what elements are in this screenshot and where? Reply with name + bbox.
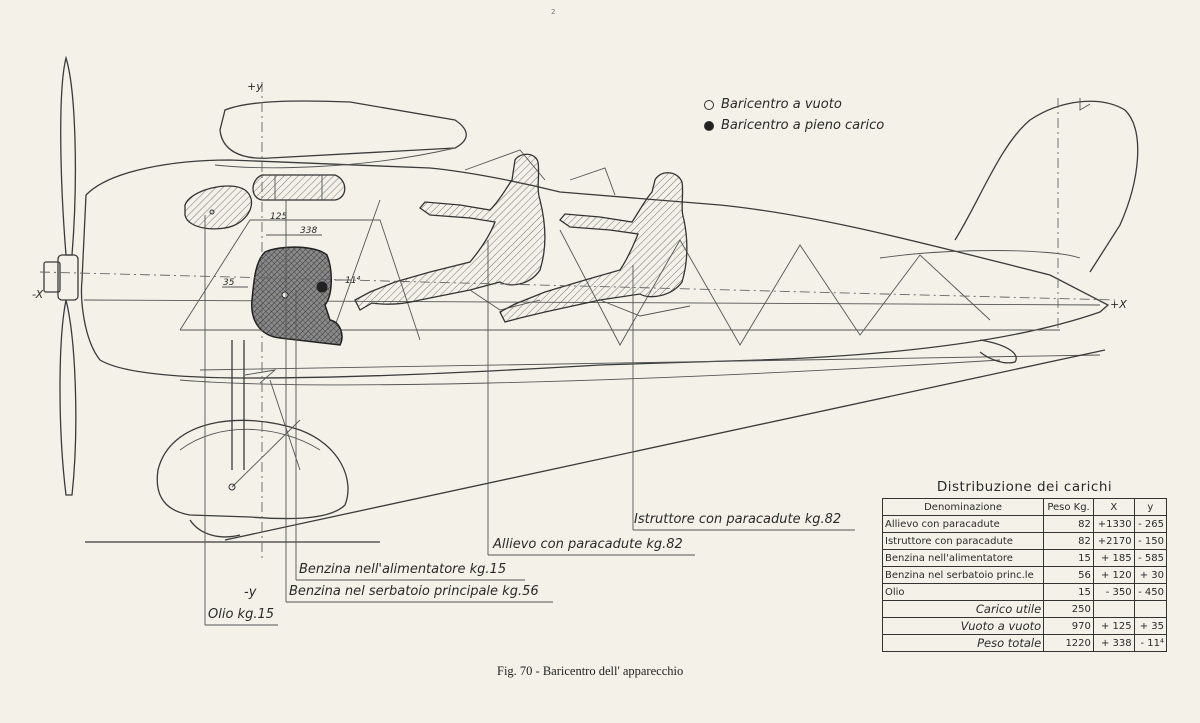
row-peso: 15 (1043, 549, 1094, 567)
summary-x (1092, 600, 1135, 618)
table-row: Benzina nell'alimentatore 15 + 185 - 585 (881, 549, 1168, 567)
row-x: - 350 (1092, 583, 1135, 601)
row-name: Olio (881, 583, 1045, 601)
summary-label: Vuoto a vuoto (881, 617, 1044, 635)
summary-y: - 11⁴ (1133, 634, 1168, 652)
table-row: Olio 15 - 350 - 450 (881, 583, 1168, 601)
fuel-feeder-tank (251, 246, 343, 346)
row-y: - 450 (1133, 583, 1168, 601)
col-header-peso: Peso Kg. (1043, 498, 1094, 516)
callout-instructor: Istruttore con paracadute kg.82 (634, 512, 842, 527)
empty-circle-icon (704, 99, 714, 110)
row-x: +2170 (1092, 532, 1135, 550)
oil-tank (184, 185, 253, 230)
summary-row: Vuoto a vuoto 970 + 125 + 35 (881, 617, 1168, 635)
landing-gear (156, 340, 349, 538)
table-row: Benzina nel serbatoio princ.le 56 + 120 … (881, 566, 1168, 584)
dim-338: 338 (300, 226, 317, 236)
col-header-x: X (1092, 498, 1135, 516)
col-header-y: y (1133, 498, 1168, 516)
load-distribution: Distribuzione dei carichi Denominazione … (881, 479, 1168, 652)
row-name: Allievo con paracadute (881, 515, 1045, 533)
reference-axes: +y -y +X -X (32, 80, 1127, 600)
summary-x: + 338 (1092, 634, 1135, 652)
axis-plus-x-label: +X (1110, 298, 1127, 311)
table-header-row: Denominazione Peso Kg. X y (881, 498, 1168, 516)
summary-row: Peso totale 1220 + 338 - 11⁴ (881, 634, 1168, 652)
legend-item-loaded: Baricentro a pieno carico (704, 115, 884, 136)
legend-item-empty: Baricentro a vuoto (704, 94, 884, 115)
row-name: Benzina nel serbatoio princ.le (881, 566, 1045, 584)
legend-loaded-label: Baricentro a pieno carico (721, 118, 885, 133)
callout-student: Allievo con paracadute kg.82 (493, 537, 683, 552)
table-title: Distribuzione dei carichi (936, 479, 1113, 495)
axis-minus-x-label: -X (32, 288, 44, 301)
callout-fuel-main: Benzina nel serbatoio principale kg.56 (289, 584, 539, 599)
cg-legend: Baricentro a vuoto Baricentro a pieno ca… (704, 94, 884, 136)
row-y: - 585 (1133, 549, 1168, 567)
figure-caption: Fig. 70 - Baricentro dell' apparecchio (497, 664, 684, 678)
load-table: Denominazione Peso Kg. X y Allievo con p… (881, 498, 1168, 652)
dimension-lines: 125 338 35 11⁴ (222, 212, 360, 288)
row-peso: 82 (1043, 532, 1094, 550)
summary-row: Carico utile 250 (881, 600, 1168, 618)
legend-empty-label: Baricentro a vuoto (721, 97, 842, 112)
filled-circle-icon (704, 120, 714, 131)
summary-x: + 125 (1092, 617, 1135, 635)
summary-y (1133, 600, 1168, 618)
callout-fuel-feeder: Benzina nell'alimentatore kg.15 (299, 562, 507, 577)
table-row: Istruttore con paracadute 82 +2170 - 150 (881, 532, 1168, 550)
page-marker: 2 (551, 8, 555, 16)
propeller (43, 55, 79, 496)
row-peso: 56 (1043, 566, 1094, 584)
student-figure (354, 153, 546, 311)
summary-y: + 35 (1133, 617, 1168, 635)
summary-peso: 1220 (1043, 634, 1094, 652)
row-y: - 265 (1133, 515, 1168, 533)
instructor-figure (499, 172, 691, 323)
dim-114: 11⁴ (345, 276, 360, 286)
dim-35: 35 (223, 278, 235, 288)
summary-peso: 970 (1043, 617, 1094, 635)
table-row: Allievo con paracadute 82 +1330 - 265 (881, 515, 1168, 533)
ground-lines (85, 349, 1106, 543)
row-peso: 15 (1043, 583, 1094, 601)
row-y: - 150 (1133, 532, 1168, 550)
main-fuel-tank (252, 174, 346, 201)
summary-peso: 250 (1043, 600, 1094, 618)
row-x: +1330 (1092, 515, 1135, 533)
col-header-name: Denominazione (881, 498, 1045, 516)
row-name: Istruttore con paracadute (881, 532, 1045, 550)
axis-plus-y-label: +y (247, 80, 263, 93)
row-x: + 185 (1092, 549, 1135, 567)
upper-wing (214, 100, 467, 169)
summary-label: Carico utile (881, 600, 1044, 618)
axis-minus-y-label: -y (244, 585, 257, 600)
callout-leaders (204, 200, 855, 626)
dim-125: 125 (270, 212, 287, 222)
summary-label: Peso totale (881, 634, 1044, 652)
tail-fin (879, 98, 1139, 364)
row-peso: 82 (1043, 515, 1094, 533)
callout-oil: Olio kg.15 (208, 607, 274, 622)
windshields (464, 149, 616, 196)
row-y: + 30 (1133, 566, 1168, 584)
row-name: Benzina nell'alimentatore (881, 549, 1045, 567)
row-x: + 120 (1092, 566, 1135, 584)
